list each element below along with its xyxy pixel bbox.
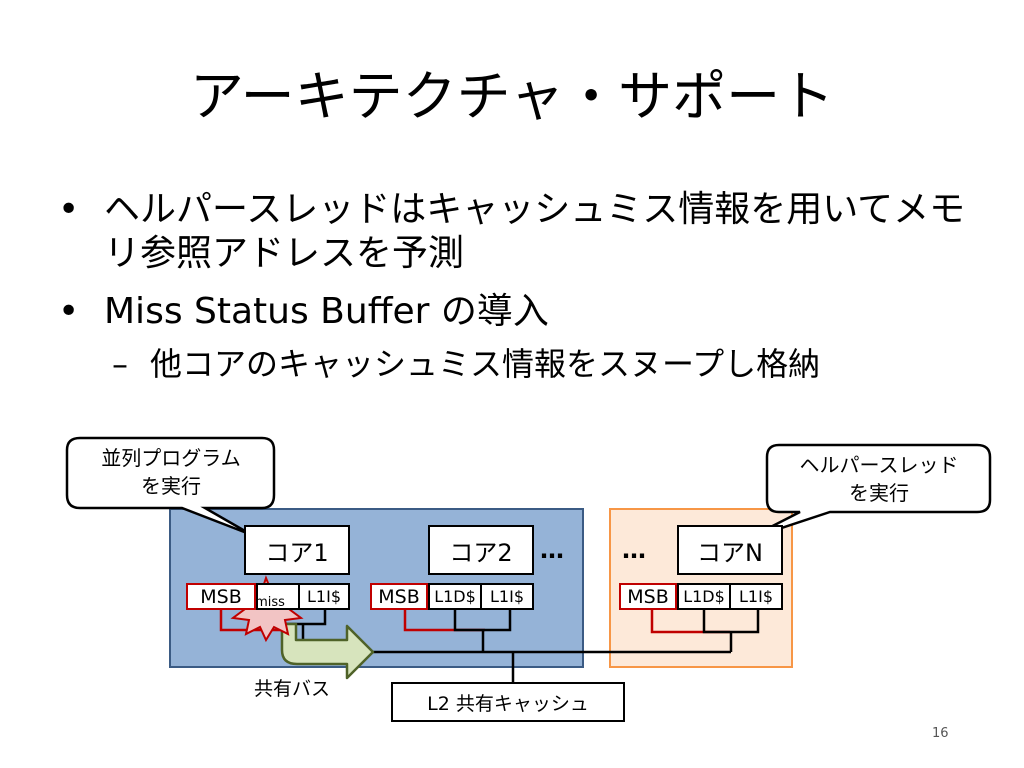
callout-left-text: 並列プログラム を実行 [68, 444, 274, 500]
core-1-box: コア1 [244, 525, 350, 575]
coreN-l1d-cache: L1D$ [677, 583, 731, 610]
bullet-marker: • [58, 291, 80, 332]
core2-l1i-cache: L1I$ [480, 583, 534, 610]
sub-bullet-marker: – [112, 345, 128, 383]
callout-right-line-2: を実行 [849, 481, 909, 505]
coreN-msb: MSB [619, 583, 677, 610]
ellipsis-before-coreN: … [622, 536, 646, 564]
core1-msb: MSB [186, 583, 256, 610]
core2-bus-line [453, 610, 512, 652]
coreN-bus-line [702, 610, 760, 652]
sub-bullet-item: – 他コアのキャッシュミス情報をスヌープし格納 [58, 344, 988, 384]
bullet-item-2: • Miss Status Buffer の導入 [58, 290, 988, 334]
l2-shared-cache-box: L2 共有キャッシュ [391, 682, 625, 722]
shared-bus-line [303, 650, 731, 682]
coreN-l1i-cache: L1I$ [729, 583, 783, 610]
bullet-list: • ヘルパースレッドはキャッシュミス情報を用いてメモリ参照アドレスを予測 • M… [58, 188, 988, 384]
core2-msb: MSB [370, 583, 428, 610]
miss-arrow [280, 622, 375, 680]
core2-red-line [403, 610, 485, 632]
bullet-text-1: ヘルパースレッドはキャッシュミス情報を用いてメモリ参照アドレスを予測 [104, 189, 966, 274]
coreN-red-line [650, 610, 730, 634]
core2-l1d-cache: L1D$ [428, 583, 482, 610]
core1-l1d-cache [256, 583, 300, 610]
sub-bullet-text: 他コアのキャッシュミス情報をスヌープし格納 [150, 345, 821, 383]
bullet-item-1: • ヘルパースレッドはキャッシュミス情報を用いてメモリ参照アドレスを予測 [58, 188, 988, 276]
callout-left-line-2: を実行 [141, 474, 201, 498]
callout-left-line-1: 並列プログラム [101, 446, 241, 470]
core1-l1i-cache: L1I$ [298, 583, 350, 610]
bullet-marker: • [58, 189, 80, 230]
callout-left-bubble [65, 436, 276, 537]
callout-right-text: ヘルパースレッド を実行 [768, 451, 990, 507]
callout-right-bubble [744, 443, 992, 542]
callout-right-line-1: ヘルパースレッド [799, 453, 959, 477]
miss-label: miss [255, 595, 285, 610]
core-n-box: コアN [677, 525, 783, 575]
bullet-text-2: Miss Status Buffer の導入 [104, 291, 549, 332]
shared-bus-label: 共有バス [254, 678, 331, 700]
ellipsis-after-core2: … [540, 536, 564, 564]
core-2-box: コア2 [428, 525, 534, 575]
slide-title: アーキテクチャ・サポート [189, 65, 835, 128]
page-number: 16 [932, 726, 949, 741]
